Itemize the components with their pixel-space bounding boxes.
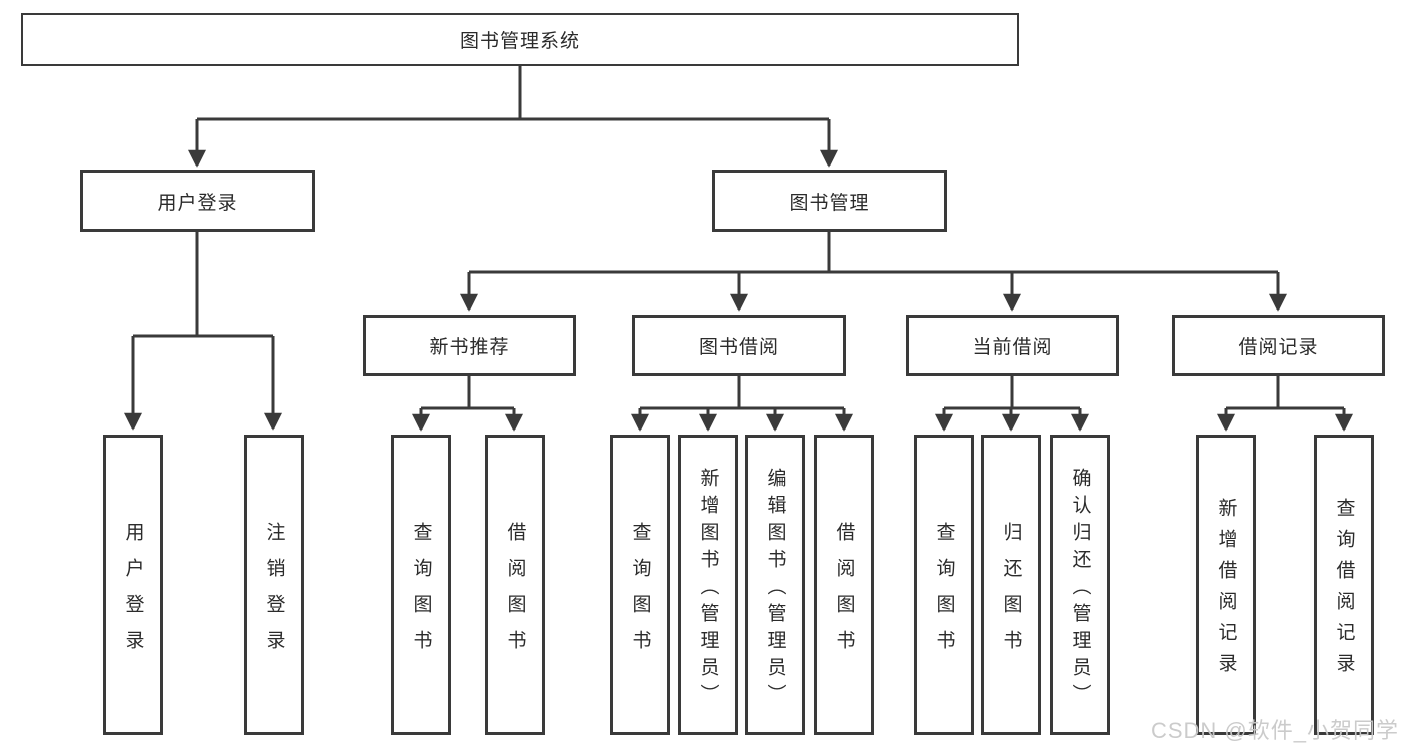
leaf-add-borrow-record: 新增借阅记录 bbox=[1196, 435, 1256, 735]
leaf-label: 新增借阅记录 bbox=[1215, 498, 1237, 684]
leaf-label: 借阅图书 bbox=[833, 521, 855, 666]
node-book-borrowing: 图书借阅 bbox=[632, 315, 846, 376]
leaf-label: 注销登录 bbox=[263, 521, 285, 666]
node-label: 当前借阅 bbox=[972, 337, 1053, 358]
leaf-label: 借阅图书 bbox=[504, 521, 526, 666]
leaf-label: 确认归还（管理员） bbox=[1069, 467, 1091, 711]
leaf-label: 查询图书 bbox=[410, 521, 432, 666]
node-label: 借阅记录 bbox=[1238, 337, 1319, 358]
leaf-edit-books-admin: 编辑图书（管理员） bbox=[745, 435, 805, 735]
watermark: CSDN @软件_小贺同学 bbox=[1150, 718, 1399, 743]
node-current-borrowing: 当前借阅 bbox=[906, 315, 1119, 376]
leaf-borrow-books: 借阅图书 bbox=[814, 435, 874, 735]
leaf-query-books-borrow: 查询图书 bbox=[610, 435, 670, 735]
leaf-borrow-books-recommend: 借阅图书 bbox=[485, 435, 545, 735]
node-new-book-recommend: 新书推荐 bbox=[363, 315, 576, 376]
leaf-return-books: 归还图书 bbox=[981, 435, 1041, 735]
leaf-label: 归还图书 bbox=[1000, 521, 1022, 666]
leaf-label: 查询图书 bbox=[629, 521, 651, 666]
node-book-management: 图书管理 bbox=[712, 170, 947, 232]
leaf-logout: 注销登录 bbox=[244, 435, 304, 735]
node-label: 新书推荐 bbox=[429, 337, 510, 358]
node-label: 图书管理系统 bbox=[459, 31, 580, 52]
leaf-query-books-current: 查询图书 bbox=[914, 435, 974, 735]
leaf-add-books-admin: 新增图书（管理员） bbox=[678, 435, 738, 735]
node-label: 图书借阅 bbox=[698, 337, 779, 358]
node-user-login: 用户登录 bbox=[80, 170, 315, 232]
leaf-confirm-return-admin: 确认归还（管理员） bbox=[1050, 435, 1110, 735]
node-label: 图书管理 bbox=[789, 192, 870, 214]
leaf-label: 查询借阅记录 bbox=[1333, 498, 1355, 684]
leaf-query-borrow-record: 查询借阅记录 bbox=[1314, 435, 1374, 735]
leaf-label: 查询图书 bbox=[933, 521, 955, 666]
leaf-label: 编辑图书（管理员） bbox=[764, 467, 786, 711]
leaf-query-books-recommend: 查询图书 bbox=[391, 435, 451, 735]
node-library-management-system: 图书管理系统 bbox=[21, 13, 1019, 66]
leaf-label: 用户登录 bbox=[122, 521, 144, 666]
node-borrowing-records: 借阅记录 bbox=[1172, 315, 1385, 376]
leaf-user-login: 用户登录 bbox=[103, 435, 163, 735]
leaf-label: 新增图书（管理员） bbox=[697, 467, 719, 711]
node-label: 用户登录 bbox=[157, 192, 238, 214]
